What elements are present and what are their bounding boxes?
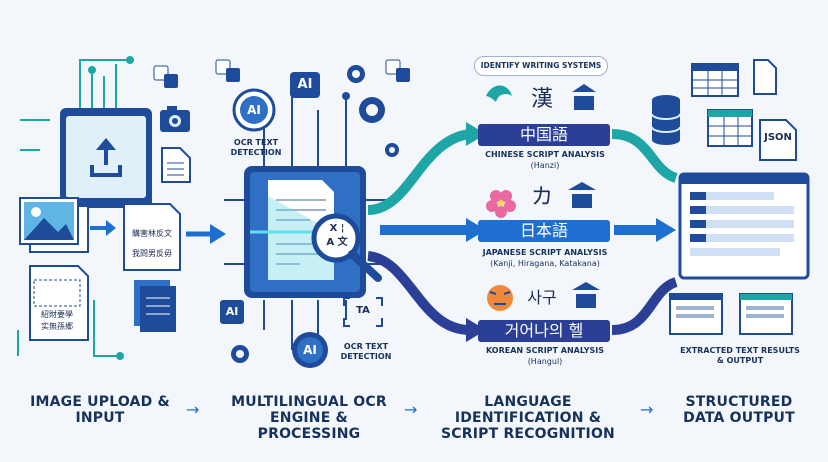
chinese-subcaption: (Hanzi)	[530, 161, 560, 170]
ocr-caption-top: OCR TEXT DETECTION	[230, 138, 282, 157]
input-doc2-line1: 紹財要學	[41, 310, 73, 319]
translate-icon	[153, 65, 178, 88]
magnifier-icon	[311, 213, 382, 282]
branch-arrows	[367, 122, 678, 342]
circuit-lines-left	[20, 56, 134, 151]
stage-label-output: STRUCTURED DATA OUTPUT	[683, 394, 795, 426]
camera-icon	[160, 106, 190, 132]
chinese-banner: 中国語	[478, 124, 610, 146]
ai-badge-label-1: AI	[247, 103, 261, 117]
chinese-header-glyph: 漢	[530, 87, 553, 112]
korean-subcaption: (Hangul)	[527, 357, 563, 366]
japanese-subcaption: (Kanji, Hiragana, Katakana)	[490, 259, 600, 268]
spreadsheet-icon	[691, 63, 753, 147]
ocr-chip	[244, 166, 366, 298]
extracted-text-caption: EXTRACTED TEXT RESULTS & OUTPUT	[680, 346, 800, 365]
ai-badge-3	[220, 300, 244, 324]
translate-icon-2	[215, 59, 410, 82]
upload-tablet	[60, 108, 152, 208]
document-icon	[161, 147, 191, 183]
ai-badge-1	[232, 88, 276, 132]
page-stack	[134, 280, 176, 332]
image-photos	[19, 197, 89, 253]
chinese-caption: CHINESE SCRIPT ANALYSIS	[485, 150, 605, 159]
text-scan-icon	[343, 297, 383, 327]
pagoda-icon	[568, 84, 600, 308]
flower-icon	[486, 190, 516, 218]
ai-badge-4	[292, 332, 328, 368]
korean-caption: KOREAN SCRIPT ANALYSIS	[485, 346, 605, 355]
japanese-banner: 日本語	[478, 220, 610, 242]
korean-banner: 거어나의 헬	[478, 320, 610, 342]
gear-icon	[231, 65, 399, 363]
dragon-icon	[486, 85, 512, 102]
output-mini-windows	[669, 293, 793, 335]
input-doc2-line2: 实無孫郷	[41, 322, 73, 331]
flow-arrow-2: →	[404, 400, 418, 419]
input-doc1-line2: 我問男反毋	[132, 249, 172, 258]
json-document-icon	[753, 59, 797, 161]
stage-label-input: IMAGE UPLOAD & INPUT	[30, 394, 170, 426]
tiger-icon	[487, 285, 513, 311]
chip-traces	[224, 92, 392, 350]
japanese-caption: JAPANESE SCRIPT ANALYSIS	[482, 248, 608, 257]
database-icon	[651, 95, 681, 145]
ocr-caption-bottom: OCR TEXT DETECTION	[340, 342, 392, 361]
input-doc1-line1: 購害林反文	[132, 229, 172, 238]
stage-label-ocr: MULTILINGUAL OCR ENGINE & PROCESSING	[231, 394, 387, 442]
json-badge: JSON	[764, 132, 792, 143]
upload-icon	[90, 138, 122, 177]
ta-symbol: TA	[356, 305, 370, 316]
identify-writing-systems-pill: IDENTIFY WRITING SYSTEMS	[474, 56, 608, 76]
flow-arrow-3: →	[640, 400, 654, 419]
japanese-header-glyph: カ	[530, 185, 553, 210]
ai-badge-label-2: AI	[297, 77, 313, 92]
ai-badge-label-3: AI	[225, 305, 239, 318]
ai-badge-2	[290, 72, 320, 98]
ai-badge-label-4: AI	[303, 343, 317, 357]
flow-arrow-1: →	[186, 400, 200, 419]
output-window	[678, 172, 810, 280]
korean-header-glyph: 사구	[527, 288, 557, 307]
stage-label-language: LANGUAGE IDENTIFICATION & SCRIPT RECOGNI…	[441, 394, 615, 442]
input-document-1	[123, 203, 181, 271]
magnifier-text: X ¦ A 文	[326, 223, 348, 248]
input-document-2	[29, 265, 89, 341]
